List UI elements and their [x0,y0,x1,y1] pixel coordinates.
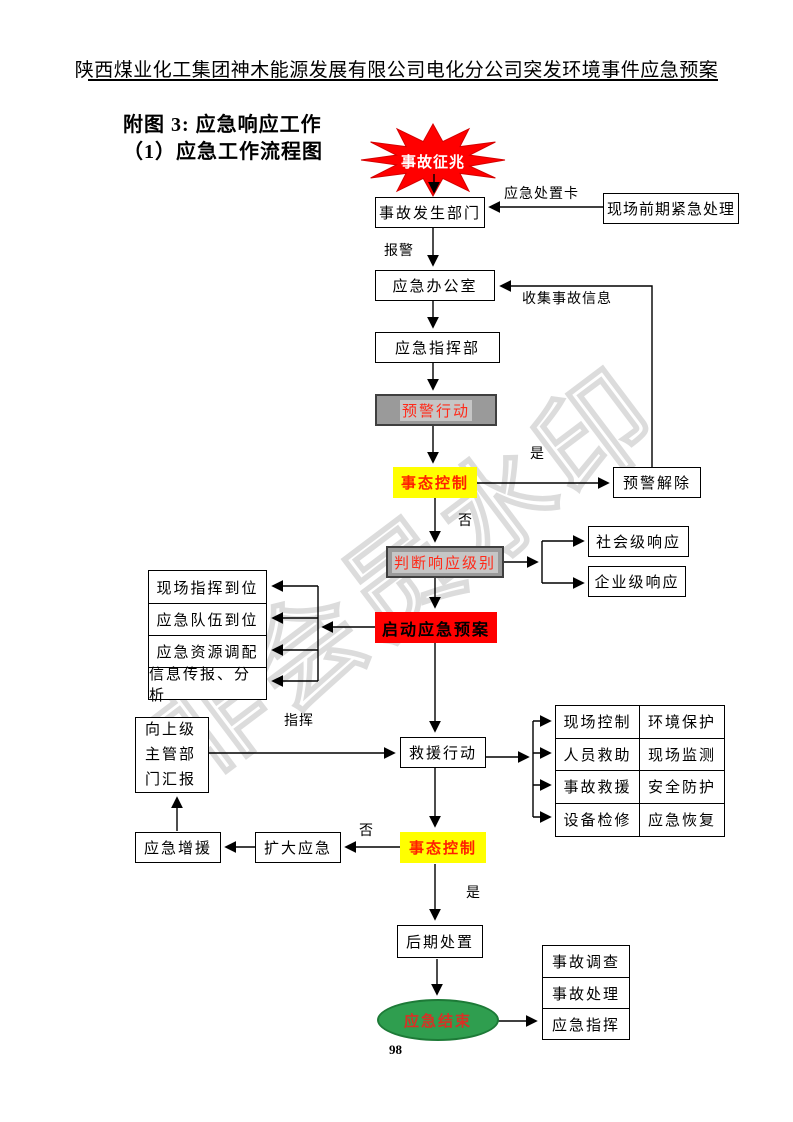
table-cell: 人员救助 [556,738,640,771]
list-item: 事故调查 [551,955,620,971]
node-expand-emergency: 扩大应急 [255,832,341,863]
node-situation-control-1: 事态控制 [393,467,477,498]
table-cell: 应急恢复 [647,813,716,830]
node-judge-level: 判断响应级别 [386,546,504,578]
figure-title-line1: 附图 3: 应急响应工作 [123,114,322,136]
table-cell: 现场控制 [556,706,640,739]
edge-label-collect-info: 收集事故信息 [522,292,612,307]
list-item: 事故处理 [543,977,629,1008]
node-enterprise-response: 企业级响应 [588,566,686,597]
node-post-disposal: 后期处置 [397,925,483,958]
node-emergency-reinforce: 应急增援 [135,832,221,863]
node-emergency-hq: 应急指挥部 [375,332,500,363]
table-cell: 现场监测 [640,739,724,771]
node-incident-dept: 事故发生部门 [375,197,485,228]
node-social-response: 社会级响应 [588,526,689,557]
node-start-plan: 启动应急预案 [375,612,497,643]
readiness-list: 现场指挥到位 应急队伍到位 应急资源调配 信息传报、分析 [148,570,267,704]
list-item: 应急资源调配 [149,635,266,667]
list-item: 应急队伍到位 [149,603,266,635]
page-number: 98 [389,1042,402,1057]
rescue-tasks-table: 现场控制 环境保护 人员救助 现场监测 事故救援 安全防护 设备检修 应急恢复 [555,705,725,837]
table-cell: 安全防护 [640,771,724,804]
list-item: 应急指挥 [543,1008,629,1039]
edge-label-alarm: 报警 [384,244,414,259]
closing-list: 事故调查 事故处理 应急指挥 [542,945,630,1040]
table-cell: 环境保护 [640,706,724,739]
node-report-superior: 向上级主管部门汇报 [135,717,209,793]
edge-label-no-2: 否 [359,824,374,839]
node-emergency-end: 应急结束 [377,999,499,1041]
edge-label-yes-1: 是 [530,447,545,462]
table-cell: 设备检修 [556,803,640,836]
edge-label-response-card: 应急处置卡 [504,187,579,202]
node-warning-action: 预警行动 [375,394,497,426]
list-item: 信息传报、分析 [149,667,266,704]
edge-label-command: 指挥 [284,714,314,729]
node-emergency-office: 应急办公室 [375,270,495,301]
edge-label-yes-2: 是 [466,886,481,901]
node-situation-control-2: 事态控制 [400,832,486,863]
table-cell: 事故救援 [556,771,640,804]
page-header: 陕西煤业化工集团神木能源发展有限公司电化分公司突发环境事件应急预案 [74,60,719,81]
node-warning-lift: 预警解除 [613,467,701,498]
node-rescue-action: 救援行动 [400,737,486,768]
header-rule [88,79,718,81]
figure-title-line2: （1）应急工作流程图 [123,141,323,163]
node-onsite-pre-handle: 现场前期紧急处理 [603,193,739,224]
burst-shape [360,122,506,198]
edge-label-no-1: 否 [458,514,473,529]
list-item: 现场指挥到位 [156,580,259,597]
burst-node-label: 事故征兆 [400,155,465,171]
